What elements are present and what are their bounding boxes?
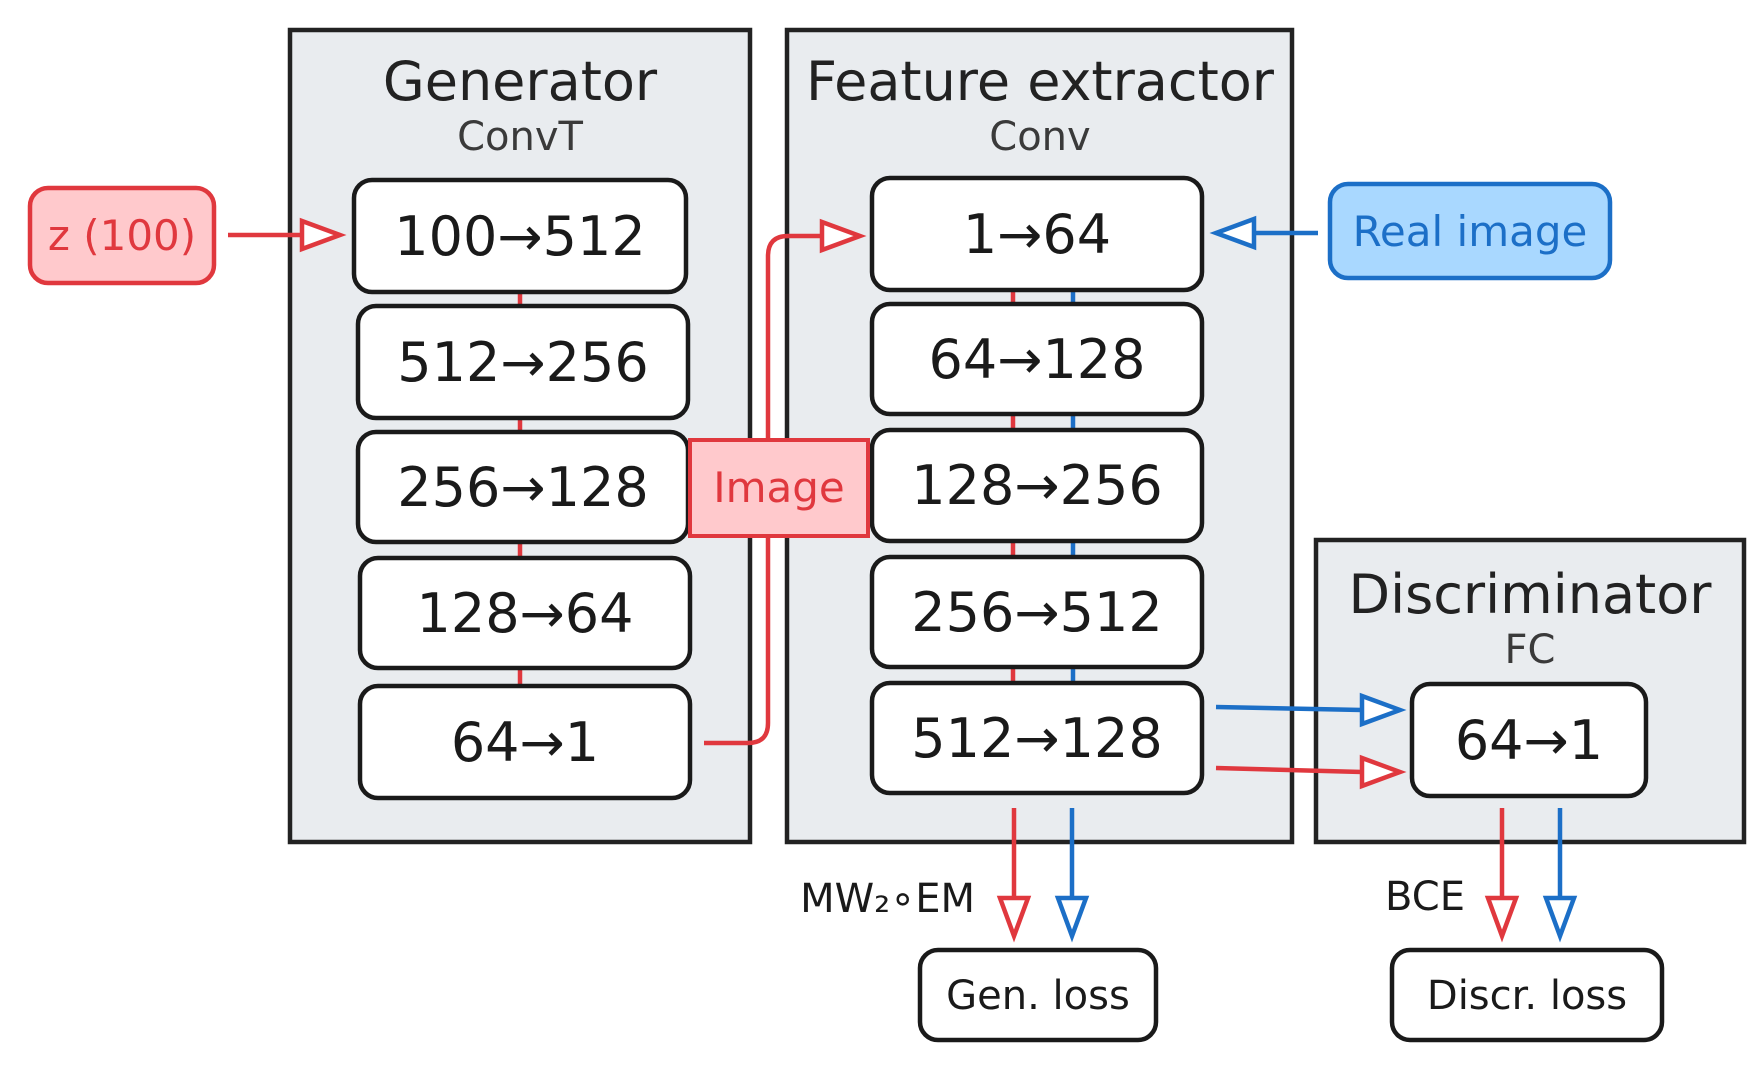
discriminator-layer	[1409, 681, 1649, 799]
feature-extractor-layer	[869, 554, 1205, 670]
generator-subtitle: ConvT	[457, 114, 583, 160]
feature-to-gen-loss-arrows	[996, 808, 1090, 943]
feature-extractor-layer	[869, 175, 1205, 293]
generator-layer	[351, 177, 689, 295]
gen-loss-metric-label: MW₂∘EM	[800, 876, 975, 922]
discriminator-layer-label: 64→1	[1455, 709, 1603, 772]
feature-to-discriminator-red-arrow	[1215, 754, 1407, 790]
discr-loss-label: Discr. loss	[1427, 973, 1627, 1019]
feature-extractor-links	[1010, 290, 1076, 683]
generator-layer-label: 256→128	[397, 456, 648, 519]
feature-extractor-layer	[869, 427, 1205, 544]
discr-loss-metric-label: BCE	[1385, 874, 1465, 920]
generator-layer-label: 100→512	[394, 205, 645, 268]
real-image-to-feature-arrow	[1209, 215, 1318, 251]
feature-extractor-layer-label: 512→128	[911, 707, 1162, 770]
generator-layer	[355, 303, 691, 421]
real-image-box	[1327, 181, 1613, 281]
feature-extractor-layer-label: 128→256	[911, 454, 1162, 517]
discr-loss-box	[1389, 947, 1665, 1043]
feature-extractor-title: Feature extractor	[806, 50, 1275, 113]
feature-extractor-layer	[869, 301, 1205, 417]
feature-extractor-layer-label: 64→128	[928, 328, 1145, 391]
generator-layer-label: 512→256	[397, 331, 648, 394]
noise-input-label: z (100)	[48, 211, 196, 260]
feature-to-discriminator-blue-arrow	[1215, 692, 1407, 728]
generator-layer-label: 64→1	[451, 711, 599, 774]
generated-image-box	[688, 438, 870, 538]
discriminator-subtitle: FC	[1505, 627, 1556, 673]
generated-image-label: Image	[713, 463, 845, 512]
discriminator-to-loss-arrows	[1484, 808, 1578, 943]
feature-extractor-layer-label: 1→64	[963, 203, 1111, 266]
generator-title: Generator	[383, 50, 658, 113]
feature-extractor-subtitle: Conv	[989, 114, 1090, 160]
feature-extractor-layer	[869, 680, 1205, 796]
discriminator-title: Discriminator	[1349, 563, 1713, 626]
generator-layer	[357, 683, 693, 801]
generator-layer-label: 128→64	[416, 582, 633, 645]
noise-input-box	[27, 185, 217, 286]
gen-loss-box	[917, 947, 1159, 1043]
feature-extractor-layer-label: 256→512	[911, 581, 1162, 644]
real-image-label: Real image	[1353, 207, 1588, 256]
noise-to-generator-arrow	[228, 217, 347, 253]
generator-layer	[357, 555, 693, 671]
gen-loss-label: Gen. loss	[946, 973, 1130, 1019]
